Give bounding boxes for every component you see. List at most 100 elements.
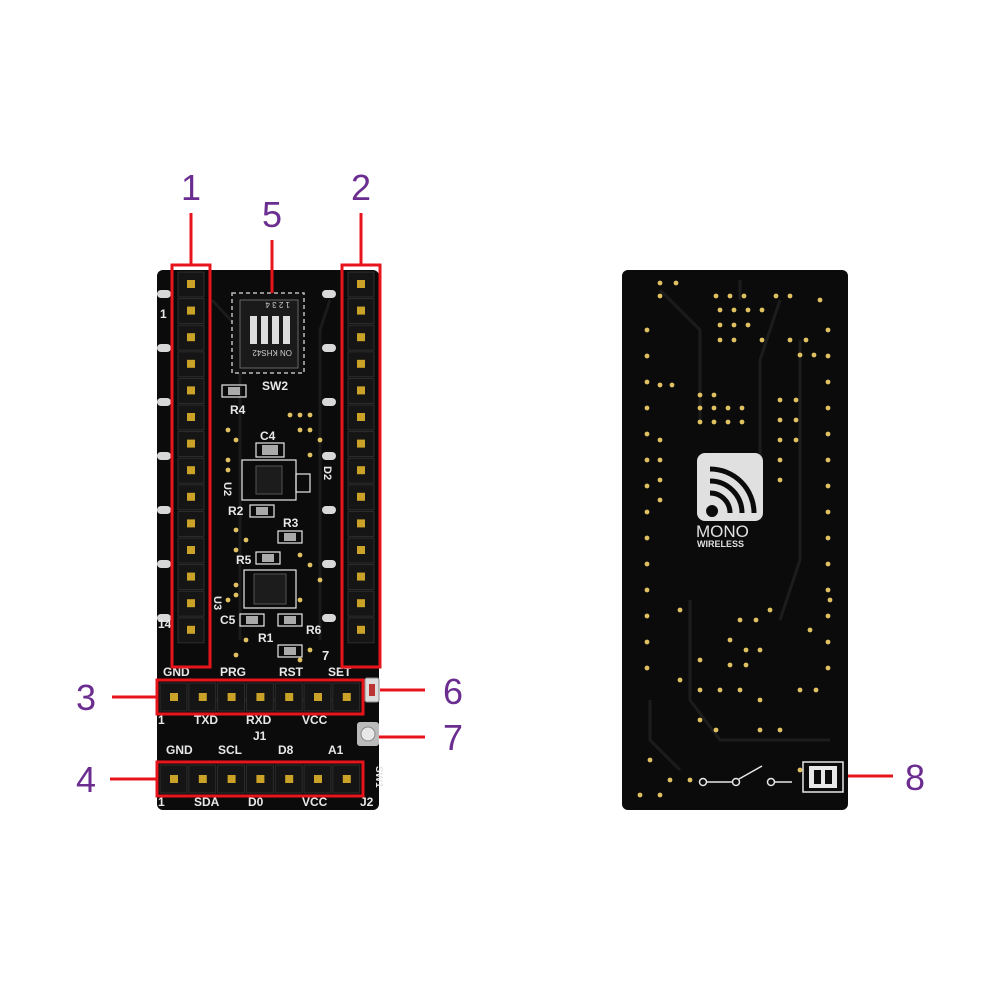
via bbox=[233, 652, 239, 658]
via bbox=[743, 662, 749, 668]
edge-castellation bbox=[157, 344, 171, 352]
sw1-label: SW1 bbox=[373, 766, 384, 788]
right-header bbox=[347, 271, 375, 644]
pin-label-top-left: 1 bbox=[160, 307, 167, 321]
via bbox=[825, 405, 831, 411]
via bbox=[825, 639, 831, 645]
via bbox=[807, 627, 813, 633]
edge-castellation bbox=[322, 452, 336, 460]
via bbox=[243, 537, 249, 543]
via bbox=[817, 297, 823, 303]
header-pin bbox=[285, 775, 294, 783]
header-pin bbox=[357, 359, 365, 368]
via bbox=[697, 687, 703, 693]
header-pin bbox=[170, 775, 178, 783]
header-pin bbox=[187, 413, 195, 421]
j2-labels: GND SCL D8 A1 1 SDA D0 VCC J2 SW1 bbox=[158, 743, 384, 809]
header-pin bbox=[357, 386, 365, 395]
via bbox=[233, 527, 239, 533]
via bbox=[737, 617, 743, 623]
header-pin bbox=[187, 333, 195, 342]
r1-label: R1 bbox=[258, 631, 274, 645]
callout-2: 2 bbox=[351, 167, 372, 208]
via bbox=[233, 582, 239, 588]
switch-lever-4 bbox=[283, 316, 290, 344]
header-pin bbox=[187, 572, 195, 581]
header-pin bbox=[342, 693, 351, 701]
header-pin bbox=[187, 546, 195, 554]
via bbox=[727, 662, 733, 668]
edge-castellation bbox=[157, 614, 171, 622]
via bbox=[757, 647, 763, 653]
via bbox=[777, 417, 783, 423]
via bbox=[773, 293, 779, 299]
header-pin bbox=[187, 466, 195, 475]
via bbox=[233, 592, 239, 598]
via bbox=[725, 405, 731, 411]
via bbox=[753, 617, 759, 623]
edge-castellation bbox=[322, 398, 336, 406]
via bbox=[677, 677, 683, 683]
via bbox=[737, 687, 743, 693]
via bbox=[697, 419, 703, 425]
edge-castellation bbox=[322, 560, 336, 568]
via bbox=[307, 427, 313, 433]
j1-labels: GND PRG RST SET 1 TXD RXD VCC J1 bbox=[158, 665, 352, 743]
j2-label: J2 bbox=[360, 795, 374, 809]
via bbox=[711, 405, 717, 411]
via bbox=[657, 293, 663, 299]
header-socket bbox=[332, 682, 361, 712]
via bbox=[767, 607, 773, 613]
via bbox=[825, 431, 831, 437]
header-pin bbox=[227, 693, 236, 701]
via bbox=[825, 587, 831, 593]
via bbox=[825, 353, 831, 359]
via bbox=[225, 597, 231, 603]
via bbox=[667, 777, 673, 783]
via bbox=[644, 639, 650, 645]
switch-lever-3 bbox=[272, 316, 279, 344]
switch-symbol bbox=[698, 765, 792, 787]
c4-label: C4 bbox=[260, 429, 276, 443]
via bbox=[825, 509, 831, 515]
via bbox=[713, 293, 719, 299]
via bbox=[811, 352, 817, 358]
callout-7: 7 bbox=[443, 717, 464, 758]
via bbox=[657, 280, 663, 286]
via bbox=[757, 727, 763, 733]
header-pin bbox=[314, 775, 322, 783]
via bbox=[657, 792, 663, 798]
via bbox=[657, 457, 663, 463]
callout-1: 1 bbox=[181, 167, 202, 208]
via bbox=[797, 687, 803, 693]
via bbox=[243, 637, 249, 643]
via bbox=[657, 382, 663, 388]
via bbox=[657, 497, 663, 503]
logo-wireless: WIRELESS bbox=[697, 539, 744, 549]
header-pin bbox=[187, 359, 195, 368]
j2-d8: D8 bbox=[278, 743, 294, 757]
j2-pin1: 1 bbox=[158, 795, 165, 809]
header-pin bbox=[342, 775, 351, 783]
via bbox=[717, 687, 723, 693]
via bbox=[697, 405, 703, 411]
via bbox=[797, 352, 803, 358]
switch-lever-1 bbox=[250, 316, 257, 344]
via bbox=[813, 687, 819, 693]
d2-label: D2 bbox=[321, 466, 333, 480]
edge-castellation bbox=[322, 344, 336, 352]
via bbox=[825, 327, 831, 333]
j1-prg: PRG bbox=[220, 665, 246, 679]
via bbox=[797, 767, 803, 773]
via bbox=[803, 337, 809, 343]
via bbox=[725, 419, 731, 425]
via bbox=[297, 552, 303, 558]
via bbox=[825, 665, 831, 671]
via bbox=[307, 412, 313, 418]
via bbox=[657, 437, 663, 443]
via bbox=[743, 647, 749, 653]
via bbox=[644, 613, 650, 619]
header-pin bbox=[187, 492, 195, 501]
via bbox=[825, 535, 831, 541]
